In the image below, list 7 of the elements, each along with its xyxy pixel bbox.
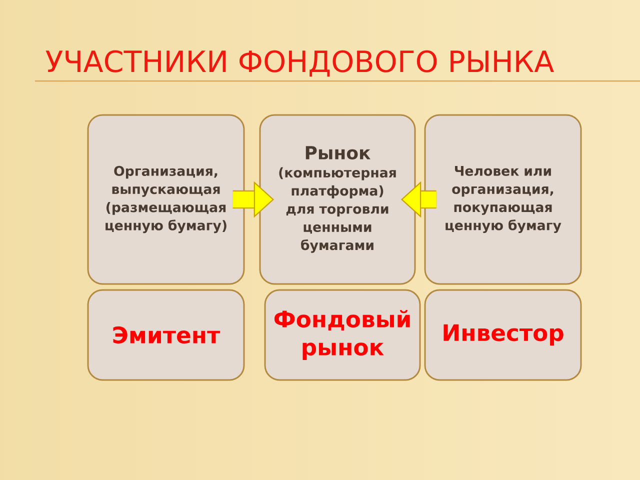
text-box: Человек или организация, покупающая ценную бумагу bbox=[424, 114, 582, 285]
text-box: Рынок (компьютерная платформа) для торговли ценными бумагами bbox=[259, 114, 416, 285]
title: УЧАСТНИКИ ФОНДОВОГО РЫНКА bbox=[46, 50, 554, 77]
text-box: Фондовый рынок bbox=[264, 289, 421, 381]
text-box: Инвестор bbox=[424, 289, 582, 381]
text-box: Эмитент bbox=[87, 289, 245, 381]
text-box: Организация, выпускающая (размещающая ценную бумагу) bbox=[87, 114, 245, 285]
